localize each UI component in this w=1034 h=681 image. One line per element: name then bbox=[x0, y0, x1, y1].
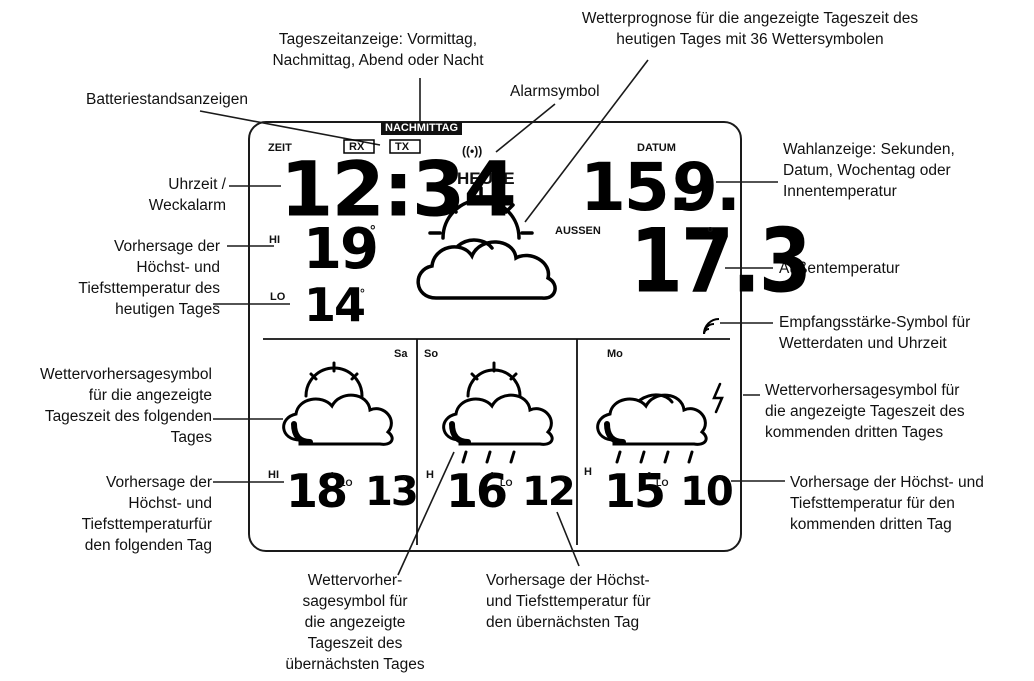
date-day: 15. bbox=[580, 149, 693, 226]
day1-sun-cloud-icon bbox=[282, 361, 394, 446]
day2-lo-temp: 12 bbox=[522, 469, 576, 515]
today-hi-temp: 19 bbox=[303, 217, 379, 282]
day1-lo-label: LO bbox=[340, 478, 353, 488]
tageszeit-indicator: NACHMITTAG bbox=[381, 122, 463, 135]
alarm-icon: ((•)) bbox=[462, 144, 483, 158]
today-lo-label: LO bbox=[270, 291, 286, 303]
today-lo-deg: ° bbox=[360, 286, 365, 300]
callout-wahlanzeige: Wahlanzeige: Sekunden,Datum, Wochentag o… bbox=[783, 141, 955, 200]
callout-wetterprognose: Wetterprognose für die angezeigte Tagesz… bbox=[581, 10, 919, 48]
day2-name: So bbox=[424, 348, 439, 360]
time-display: 12:34 bbox=[280, 145, 517, 234]
leader-wetterprognose bbox=[524, 59, 649, 223]
lcd-display-panel bbox=[248, 121, 742, 552]
day2-hi-temp: 16 bbox=[446, 464, 508, 518]
callout-temp-uebernaechst: Vorhersage der Höchst-und Tiefsttemperat… bbox=[486, 572, 651, 631]
day3-name: Mo bbox=[607, 348, 623, 360]
signal-strength-icon bbox=[703, 318, 720, 335]
callout-uhrzeit: Uhrzeit /Weckalarm bbox=[148, 176, 226, 214]
callout-alarm: Alarmsymbol bbox=[510, 83, 600, 100]
today-hi-label: HI bbox=[269, 234, 280, 246]
callout-tageszeit: Tageszeitanzeige: Vormittag,Nachmittag, … bbox=[272, 31, 484, 69]
zeit-label: ZEIT bbox=[268, 142, 292, 154]
day1-hi-temp: 18 bbox=[286, 464, 348, 518]
day3-lo-deg: ° bbox=[718, 475, 723, 487]
leader-temp-uebernaechst bbox=[556, 511, 580, 567]
day1-name: Sa bbox=[394, 348, 408, 360]
day3-cloud-rain-storm-icon bbox=[596, 382, 724, 464]
day2-hi-label: H bbox=[426, 469, 434, 481]
callout-batterie: Batteriestandsanzeigen bbox=[86, 91, 249, 108]
rx-label: RX bbox=[349, 141, 365, 153]
battery-rx-icon bbox=[343, 139, 375, 154]
day3-hi-temp: 15 bbox=[604, 464, 666, 518]
day3-lo-temp: 10 bbox=[680, 469, 734, 515]
day3-hi-label: H bbox=[584, 466, 592, 478]
date-month: 9. bbox=[672, 149, 741, 226]
today-sun-cloud-icon bbox=[416, 186, 557, 300]
battery-tx-icon bbox=[389, 139, 421, 154]
day2-lo-deg: ° bbox=[561, 475, 566, 487]
day1-hi-label: HI bbox=[268, 469, 279, 481]
tx-label: TX bbox=[395, 141, 410, 153]
heute-label: HEUTE bbox=[457, 169, 515, 188]
callout-aussen: Außentemperatur bbox=[779, 260, 900, 277]
outdoor-degree-symbol: ° bbox=[707, 225, 714, 242]
day1-lo-deg: ° bbox=[402, 475, 407, 487]
day1-lo-temp: 13 bbox=[365, 469, 419, 515]
panel-dividers bbox=[263, 338, 730, 545]
aussen-label: AUSSEN bbox=[555, 225, 601, 237]
today-hi-deg: ° bbox=[370, 222, 376, 238]
leader-symbol-uebernaechst bbox=[397, 451, 455, 576]
day3-lo-label: LO bbox=[656, 478, 669, 488]
datum-label: DATUM bbox=[637, 142, 676, 154]
battery-icons bbox=[343, 139, 421, 154]
day2-sun-cloud-rain-icon bbox=[442, 361, 554, 464]
outdoor-temperature: 17.3 bbox=[630, 210, 812, 313]
day2-hi-deg: ° bbox=[490, 471, 495, 483]
day1-hi-deg: ° bbox=[330, 471, 335, 483]
leader-alarm bbox=[495, 103, 556, 153]
day3-hi-deg: ° bbox=[647, 471, 652, 483]
day2-lo-label: LO bbox=[500, 478, 513, 488]
today-lo-temp: 14 bbox=[304, 278, 366, 332]
